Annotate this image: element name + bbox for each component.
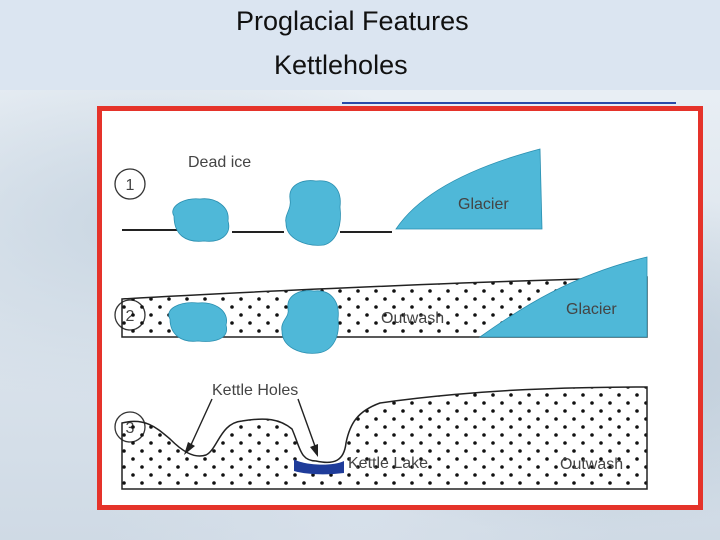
kettle-holes-label: Kettle Holes	[212, 382, 298, 399]
title-bar: Proglacial Features Kettleholes	[0, 0, 720, 90]
arrow-line	[298, 399, 316, 449]
glacier-label: Glacier	[458, 196, 509, 213]
buried-ice-block	[282, 291, 339, 354]
dead-ice-label: Dead ice	[188, 154, 251, 171]
kettle-lake-label: Kettle Lake	[348, 455, 428, 472]
buried-ice-block	[169, 303, 227, 342]
outwash-terrain	[122, 387, 647, 489]
step-3: 3 Kettle Holes Kettle Lake Outwash	[115, 382, 647, 489]
arrow-head	[310, 444, 318, 457]
slide-subtitle: Kettleholes	[274, 50, 408, 81]
dead-ice-block	[286, 181, 341, 246]
step-1-number: 1	[126, 177, 135, 194]
glacier-shape	[396, 149, 542, 229]
glacier-label: Glacier	[566, 301, 617, 318]
kettlehole-diagram: 1 Dead ice Glacier 2 Outwash Glacier 3	[102, 111, 698, 505]
outwash-label: Outwash	[560, 456, 623, 473]
arrow-line	[190, 399, 212, 447]
outwash-label: Outwash	[381, 310, 444, 327]
slide-title: Proglacial Features	[236, 6, 469, 37]
divider-line	[342, 102, 676, 104]
dead-ice-block	[173, 199, 229, 242]
step-2: 2 Outwash Glacier	[115, 257, 647, 353]
step-1: 1 Dead ice Glacier	[115, 149, 542, 245]
diagram-frame: 1 Dead ice Glacier 2 Outwash Glacier 3	[97, 106, 703, 510]
